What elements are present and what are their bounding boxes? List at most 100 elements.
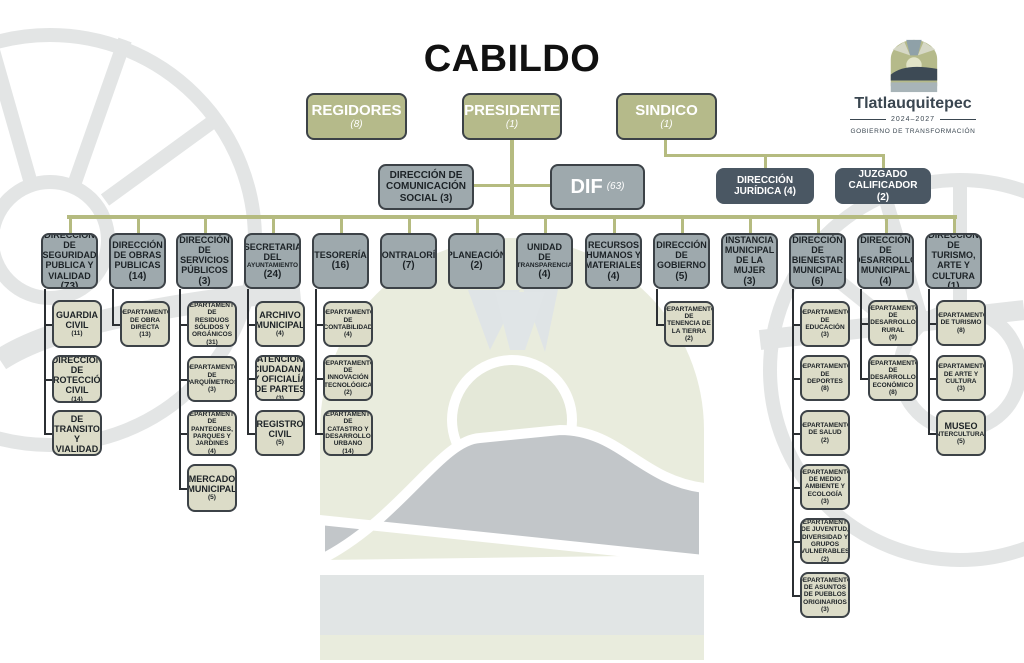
connector-line	[748, 217, 752, 234]
sub-department-count: (3)	[208, 386, 216, 394]
department-box[interactable]: TESORERÍA(16)	[312, 233, 369, 289]
sub-department-label: ARCHIVO MUNICIPAL	[255, 310, 305, 331]
sub-department-box[interactable]: DIRECCIÓN DE PROTECCIÓN CIVIL(14)	[52, 355, 102, 403]
department-count: (7)	[402, 260, 415, 272]
sub-department-label: DE OBRA DIRECTA	[130, 316, 160, 331]
sindico-box[interactable]: SINDICO (1)	[616, 93, 717, 140]
sub-department-count: (5)	[957, 438, 965, 446]
tree-line	[792, 289, 794, 595]
department-count: (3)	[743, 275, 756, 287]
tree-line	[928, 323, 939, 325]
department-box[interactable]: DIRECCIÓN DE TURISMO, ARTE Y CULTURA(1)	[925, 233, 982, 289]
sub-department-prefix: DEPARTAMENTO	[936, 363, 986, 371]
sub-department-box[interactable]: ATENCIÓN CIUDADANA Y OFICIALÍA DE PARTES…	[255, 355, 305, 401]
department-box[interactable]: INSTANCIA MUNICIPAL DE LA MUJER(3)	[721, 233, 778, 289]
sub-department-count: (2)	[685, 334, 693, 342]
sub-department-label: DIRECCIÓN DE TRANSITO Y VIALIDAD	[54, 412, 100, 455]
logo-subtitle: GOBIERNO DE TRANSFORMACIÓN	[850, 128, 976, 135]
tree-line	[315, 324, 326, 326]
sub-department-prefix: DEPARTAMENTO	[323, 359, 373, 367]
sub-department-count: (5)	[208, 494, 216, 502]
sub-department-count: (2)	[821, 555, 829, 563]
tree-line	[792, 433, 803, 435]
sub-department-label: DE DEPORTES	[807, 370, 843, 385]
connector-line	[510, 140, 514, 218]
sub-department-count: (2)	[821, 436, 829, 444]
sub-department-label: DE CATASTRO Y DESARROLLO URBANO	[325, 418, 371, 448]
department-count: (3)	[198, 275, 211, 287]
tree-line	[315, 433, 326, 435]
logo-years: 2024–2027	[840, 116, 986, 123]
department-box[interactable]: DIRECCIÓN DE BIENESTAR MUNICIPAL(6)	[789, 233, 846, 289]
regidores-box[interactable]: REGIDORES (8)	[306, 93, 407, 140]
department-box[interactable]: DIRECCIÓN DE SERVICIOS PÚBLICOS(3)	[176, 233, 233, 289]
direccion-juridica-box[interactable]: DIRECCIÓN JURÍDICA (4)	[716, 168, 814, 204]
connector-line	[884, 217, 888, 234]
tree-line	[44, 324, 55, 326]
tree-line	[247, 378, 258, 380]
sub-department-prefix: DEPARTAMENTO	[800, 468, 850, 476]
connector-line	[68, 217, 72, 234]
department-box[interactable]: RECURSOS HUMANOS Y MATERIALES(4)	[585, 233, 642, 289]
department-count: (2)	[470, 260, 483, 272]
sub-department-prefix: DEPARTAMENTO	[323, 309, 373, 317]
sub-department-box[interactable]: MERCADO MUNICIPAL(5)	[187, 464, 237, 512]
dif-box[interactable]: DIF (63)	[550, 164, 645, 210]
department-label: DIRECCIÓN DE GOBIERNO	[656, 240, 707, 271]
sub-department-box[interactable]: GUARDIA CIVIL(11)	[52, 300, 102, 348]
sub-department-count: (9)	[889, 333, 897, 341]
presidente-box[interactable]: PRESIDENTE (1)	[462, 93, 562, 140]
sub-department-count: (2)	[344, 388, 352, 396]
sub-department-count: (14)	[342, 447, 354, 455]
tree-line	[247, 289, 249, 433]
department-box[interactable]: DIRECCIÓN DE GOBIERNO(5)	[653, 233, 710, 289]
tree-line	[928, 289, 930, 433]
center-sunrise-decoration	[315, 238, 709, 660]
comunicacion-social-box[interactable]: DIRECCIÓN DE COMUNICACIÓN SOCIAL (3)	[378, 164, 474, 210]
sub-department-box[interactable]: DIRECCIÓN DE TRANSITO Y VIALIDAD(7)	[52, 410, 102, 456]
sub-department-label: DE RESIDUOS SÓLIDOS Y ORGÁNICOS	[191, 309, 233, 339]
department-box[interactable]: PLANEACIÓN(2)	[448, 233, 505, 289]
department-count: (4)	[879, 275, 892, 287]
department-box[interactable]: CONTRALORÍA(7)	[380, 233, 437, 289]
tree-line	[315, 378, 326, 380]
sub-department-count: (3)	[821, 331, 829, 339]
department-box[interactable]: DIRECCIÓN DE OBRAS PUBLICAS(14)	[109, 233, 166, 289]
sub-department-label: DE INNOVACIÓN TECNOLÓGICA	[324, 367, 373, 389]
juzgado-calificador-box[interactable]: JUZGADO CALIFICADOR (2)	[835, 168, 931, 204]
sub-department-count: (4)	[208, 447, 216, 455]
sub-department-box[interactable]: REGISTRO CIVIL(5)	[255, 410, 305, 456]
department-count: (6)	[811, 275, 824, 287]
connector-line	[612, 217, 616, 234]
sunrise-mountain-logo-icon	[890, 39, 938, 93]
department-box[interactable]: DIRECCIÓN DE DESARROLLO MUNICIPAL(4)	[857, 233, 914, 289]
tree-line	[179, 379, 190, 381]
tree-line	[247, 324, 258, 326]
department-label: PLANEACIÓN	[448, 250, 505, 261]
sub-department-prefix: DEPARTAMENTO	[664, 305, 714, 313]
sub-department-count: (5)	[276, 439, 284, 447]
department-box[interactable]: DIRECCIÓN DE SEGURIDAD PUBLICA Y VIALIDA…	[41, 233, 98, 289]
sub-department-box[interactable]: ARCHIVO MUNICIPAL(4)	[255, 301, 305, 347]
